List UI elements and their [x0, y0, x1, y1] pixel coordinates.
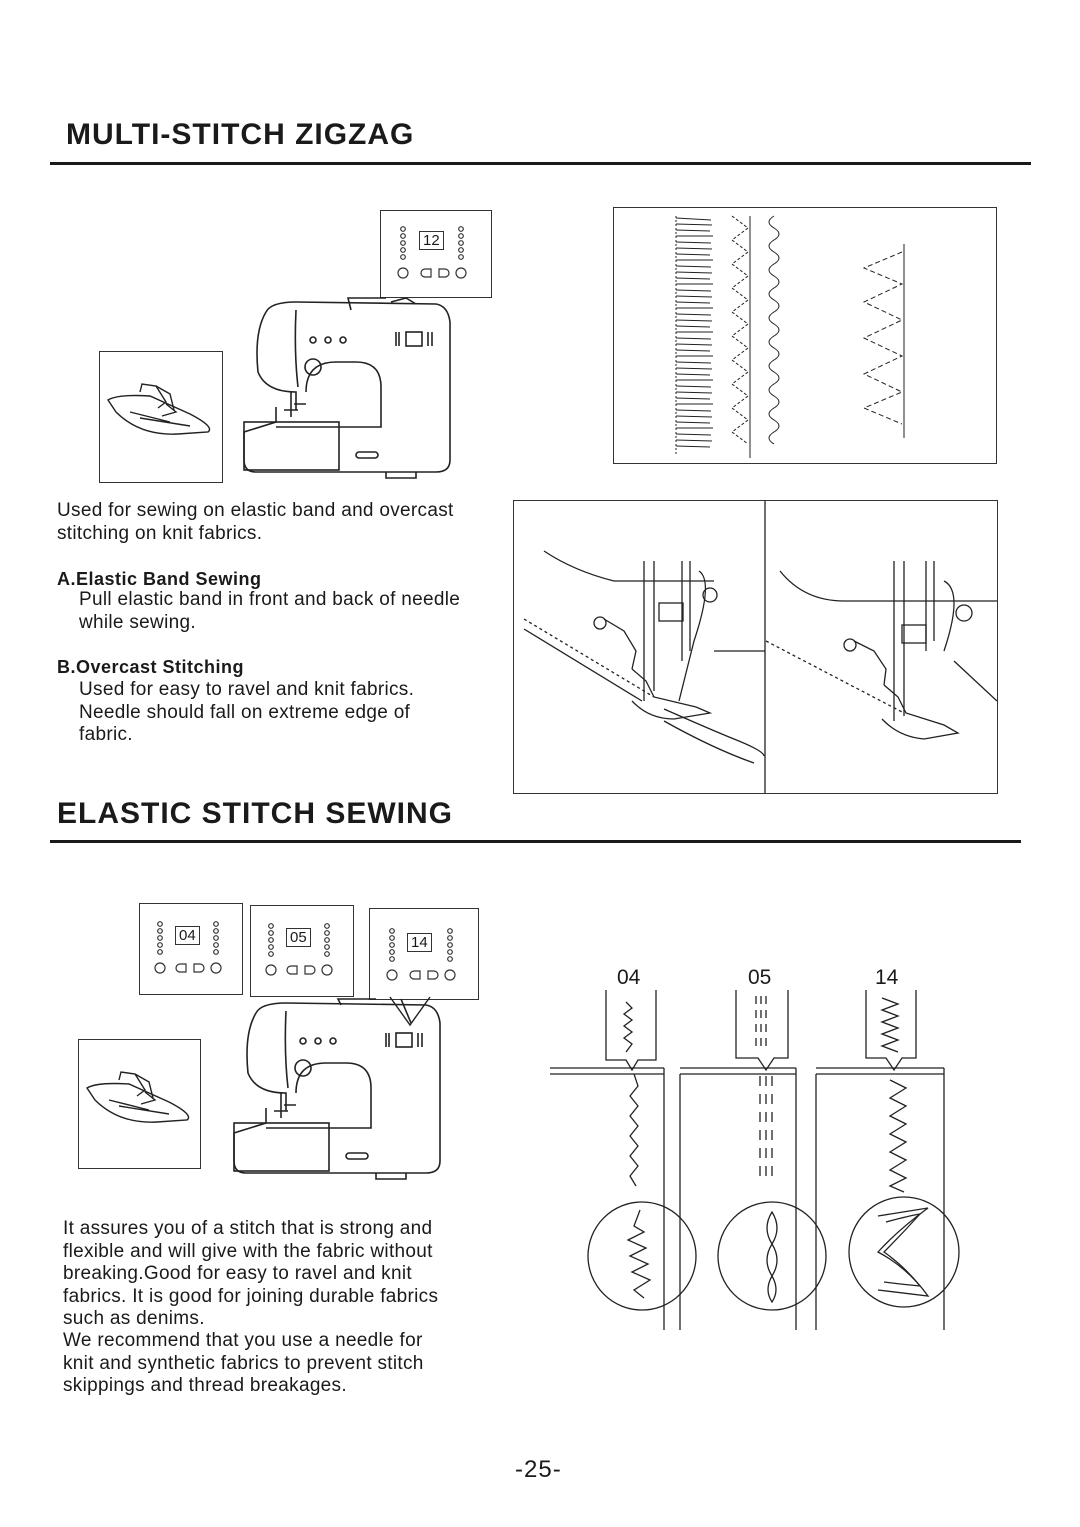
intro-line: Used for sewing on elastic band and over… [57, 500, 454, 521]
page-number: -25- [515, 1456, 562, 1483]
para2-line: skippings and thread breakages. [63, 1375, 347, 1396]
sub-b-line: Needle should fall on extreme edge of [79, 701, 411, 723]
stitch-label: 14 [875, 966, 899, 989]
para1-line: It assures you of a stitch that is stron… [63, 1218, 433, 1239]
para2-line: knit and synthetic fabrics to prevent st… [63, 1352, 424, 1374]
magnifier-circle-icon [587, 1201, 697, 1311]
sub-b-line: fabric. [79, 724, 133, 745]
presser-foot-icon [99, 351, 223, 483]
stitch-panel-icon: 04 [139, 903, 243, 995]
magnifier-circle-icon [717, 1201, 827, 1311]
stitch-sample-illustration [613, 207, 997, 464]
para2-line: We recommend that you use a needle for [63, 1330, 423, 1351]
sub-b-body: Used for easy to ravel and knit fabrics.… [79, 679, 509, 747]
intro-line: stitching on knit fabrics. [57, 522, 263, 544]
section1-rule [50, 162, 1031, 165]
para1-line: breaking.Good for easy to ravel and knit [63, 1263, 412, 1284]
sub-a-body: Pull elastic band in front and back of n… [79, 589, 509, 634]
magnifier-circle-icon [848, 1196, 960, 1308]
panel-number: 04 [175, 926, 200, 945]
stitch-label: 04 [617, 966, 641, 989]
sewing-machine-icon [226, 993, 456, 1183]
sub-b-heading: B.Overcast Stitching [57, 657, 245, 677]
sub-b-line: Used for easy to ravel and knit fabrics. [79, 679, 415, 700]
section2-rule [50, 840, 1021, 843]
sewing-procedure-illustration [513, 500, 998, 794]
sewing-machine-icon [236, 292, 466, 482]
stitch-panel-icon: 05 [250, 905, 354, 997]
elastic-stitch-diagrams [548, 990, 968, 1330]
sub-a-line: while sewing. [79, 611, 196, 633]
stitch-panel-icon: 14 [369, 908, 479, 1000]
sub-a-line: Pull elastic band in front and back of n… [79, 589, 461, 610]
stitch-label: 05 [748, 966, 772, 989]
presser-foot-icon [78, 1039, 201, 1169]
panel-number: 12 [419, 231, 444, 250]
panel-number: 14 [407, 933, 432, 952]
section2-paragraph1: It assures you of a stitch that is stron… [63, 1218, 533, 1331]
section1-intro: Used for sewing on elastic band and over… [57, 500, 507, 545]
section2-title: ELASTIC STITCH SEWING [57, 797, 453, 830]
para1-line: fabrics. It is good for joining durable … [63, 1285, 439, 1307]
section2-paragraph2: We recommend that you use a needle for k… [63, 1330, 533, 1398]
para1-line: flexible and will give with the fabric w… [63, 1240, 433, 1262]
para1-line: such as denims. [63, 1308, 205, 1329]
sub-a-heading: A.Elastic Band Sewing [57, 569, 262, 589]
stitch-panel-icon: 12 [380, 210, 492, 298]
section1-title: MULTI-STITCH ZIGZAG [66, 118, 415, 151]
panel-number: 05 [286, 928, 311, 947]
panel-pointer [380, 995, 440, 1035]
